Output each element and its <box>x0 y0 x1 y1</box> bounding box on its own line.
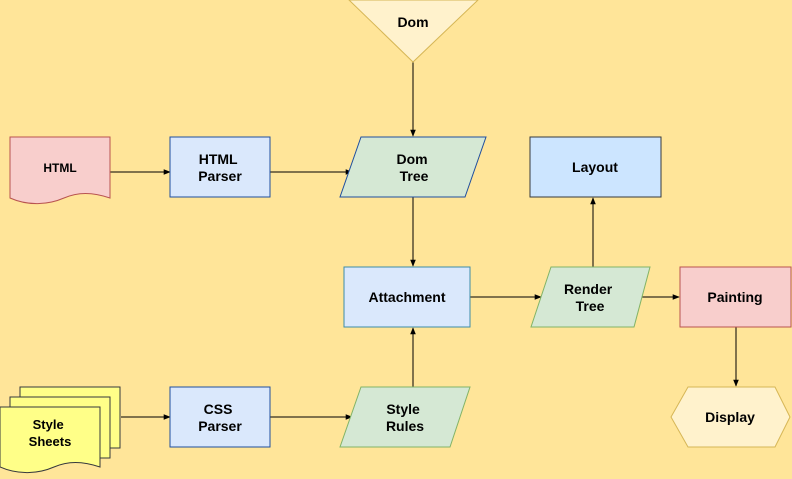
node-html-parser-label: HTML Parser <box>198 151 242 184</box>
node-attachment: Attachment <box>343 266 471 328</box>
node-style-sheets-label: Style Sheets <box>29 417 72 449</box>
style-sheets-page-front <box>0 406 101 474</box>
painting-box <box>679 266 792 328</box>
node-dom-label: Dom <box>397 14 428 30</box>
node-display: Display <box>670 386 791 448</box>
html-document-shape <box>9 136 111 205</box>
node-html-parser-label-line1: HTML <box>199 151 238 167</box>
node-render-tree-label: Render Tree <box>564 281 616 314</box>
node-render-tree: Render Tree <box>530 266 651 328</box>
node-painting: Painting <box>679 266 792 328</box>
dom-triangle-shape <box>348 0 479 63</box>
attachment-box <box>343 266 471 328</box>
html-parser-box <box>169 136 271 198</box>
node-painting-label: Painting <box>707 289 762 305</box>
node-html-label: HTML <box>43 161 76 175</box>
node-layout-label: Layout <box>572 159 618 175</box>
node-dom-tree-label-line2: Tree <box>400 168 429 184</box>
node-css-parser-label-line1: CSS <box>204 401 233 417</box>
node-css-parser-label-line2: Parser <box>198 418 242 434</box>
style-rules-shape <box>339 386 471 448</box>
node-style-rules-label-line2: Rules <box>386 418 424 434</box>
layout-box <box>529 136 662 198</box>
node-style-rules-label-line1: Style <box>386 401 420 417</box>
css-parser-box <box>169 386 271 448</box>
node-render-tree-label-line2: Tree <box>576 298 605 314</box>
node-display-label: Display <box>705 409 755 425</box>
node-style-sheets: Style Sheets <box>0 386 121 474</box>
node-layout: Layout <box>529 136 662 198</box>
node-css-parser: CSS Parser <box>169 386 271 448</box>
render-tree-shape <box>530 266 651 328</box>
node-dom-tree-label: Dom Tree <box>396 151 431 184</box>
node-html: HTML <box>9 136 111 205</box>
node-render-tree-label-line1: Render <box>564 281 613 297</box>
node-style-rules: Style Rules <box>339 386 471 448</box>
node-style-sheets-label-line1: Style <box>33 417 64 432</box>
node-html-parser-label-line2: Parser <box>198 168 242 184</box>
node-css-parser-label: CSS Parser <box>198 401 242 434</box>
node-dom-tree: Dom Tree <box>339 136 487 198</box>
dom-tree-shape <box>339 136 487 198</box>
node-attachment-label: Attachment <box>368 289 445 305</box>
node-dom-tree-label-line1: Dom <box>396 151 427 167</box>
node-style-sheets-label-line2: Sheets <box>29 434 72 449</box>
edges <box>110 62 739 420</box>
node-style-rules-label: Style Rules <box>386 401 424 434</box>
node-html-parser: HTML Parser <box>169 136 271 198</box>
node-dom: Dom <box>348 0 479 63</box>
display-hexagon-shape <box>670 386 791 448</box>
